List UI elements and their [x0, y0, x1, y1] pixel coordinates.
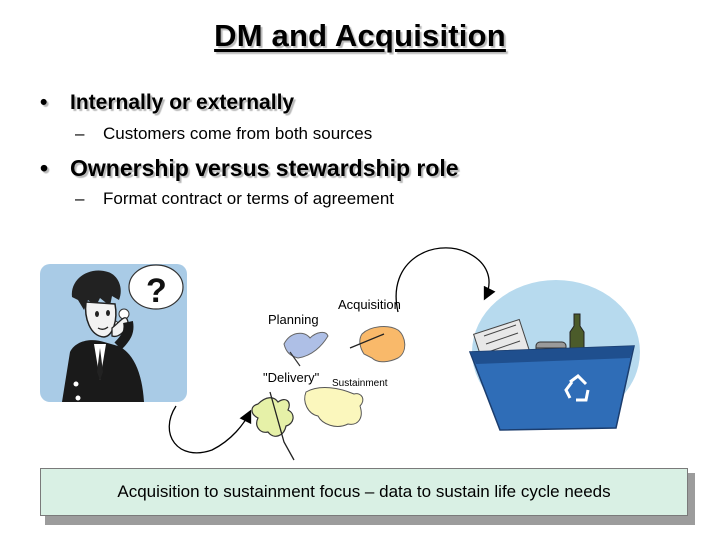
puzzle-piece-planning	[283, 331, 329, 367]
label-acquisition: Acquisition	[338, 297, 401, 312]
svg-text:?: ?	[146, 272, 167, 310]
bullet-marker: •	[40, 155, 49, 181]
bullet-1: • Internally or externally	[40, 91, 295, 115]
footer-callout: Acquisition to sustainment focus – data …	[40, 468, 688, 516]
label-sustainment: Sustainment	[332, 378, 388, 389]
sub-bullet-marker: –	[75, 124, 85, 143]
label-delivery: "Delivery"	[263, 370, 320, 385]
thinking-person-icon: ?	[40, 264, 187, 402]
bullet-1-text: Internally or externally	[70, 91, 295, 114]
sub-bullet-2-text: Format contract or terms of agreement	[103, 189, 394, 208]
sub-bullet-2: – Format contract or terms of agreement	[75, 189, 394, 209]
footer-text: Acquisition to sustainment focus – data …	[117, 482, 611, 501]
curved-arrow-bottom	[168, 405, 252, 454]
puzzle-piece-sustainment	[304, 387, 364, 427]
bullet-marker: •	[40, 91, 48, 114]
puzzle-piece-acquisition	[349, 326, 406, 363]
sub-bullet-marker: –	[75, 189, 85, 208]
sub-bullet-1-text: Customers come from both sources	[103, 124, 373, 143]
bullet-2-text: Ownership versus stewardship role	[70, 155, 459, 181]
curved-arrow-top	[395, 247, 496, 313]
bullet-2: • Ownership versus stewardship role	[40, 155, 459, 182]
recycle-bin-icon	[468, 280, 640, 431]
puzzle-piece-delivery	[251, 391, 295, 461]
label-planning: Planning	[268, 312, 319, 327]
slide-title: DM and Acquisition	[214, 18, 506, 53]
sub-bullet-1: – Customers come from both sources	[75, 124, 373, 144]
